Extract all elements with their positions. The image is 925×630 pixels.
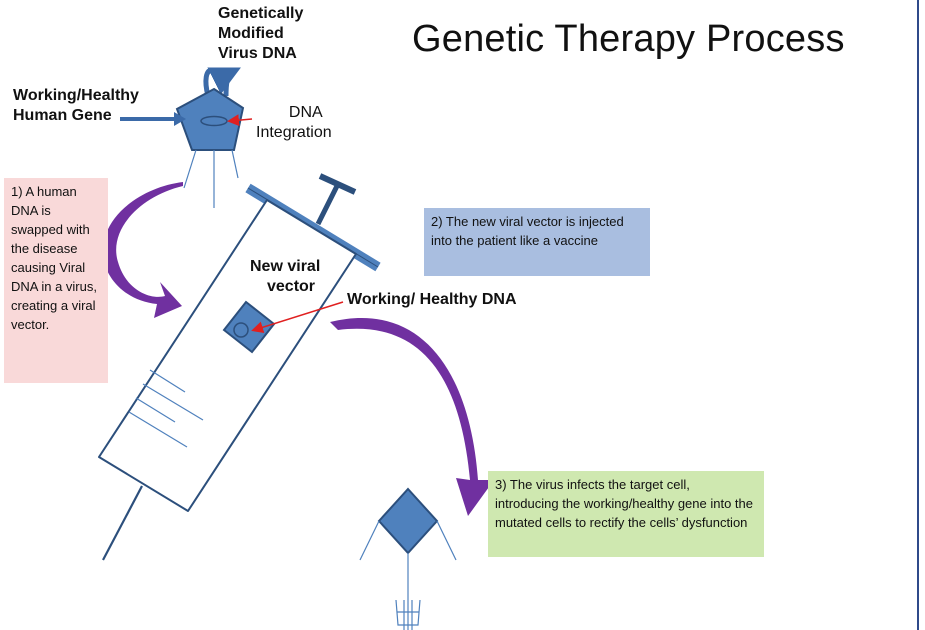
purple-arrow-step3 [330,317,494,516]
healthy-dna-pointer [251,301,344,334]
label-line: Working/Healthy [13,87,139,104]
label-line: Virus DNA [218,45,297,62]
virus-pentagon-icon [175,67,245,208]
new-viral-vector-label: New viral vector [250,257,320,297]
purple-arrow-step1 [102,182,183,318]
working-gene-label: Working/Healthy Human Gene [13,86,139,126]
dna-integration-label: DNA Integration [256,103,332,143]
modified-virus-dna-label: Genetically Modified Virus DNA [218,4,303,64]
label-line: Modified [218,25,284,42]
label-line: New viral [250,258,321,275]
label-line: Genetically [218,5,304,22]
step-1-box: 1) A human DNA is swapped with the disea… [4,178,108,383]
slide-border [917,0,919,630]
page-title: Genetic Therapy Process [412,18,845,60]
label-line: Integration [256,124,332,141]
syringe-icon [98,173,381,561]
label-line: Human Gene [13,107,112,124]
label-line: DNA [288,104,323,121]
step-2-box: 2) The new viral vector is injected into… [424,208,650,276]
label-line: vector [267,278,316,295]
target-cell-icon [359,487,457,630]
viral-vector-icon [222,300,276,354]
dna-integration-pointer [227,114,253,127]
step-3-box: 3) The virus infects the target cell, in… [488,471,764,557]
working-healthy-dna-label: Working/ Healthy DNA [347,291,517,308]
